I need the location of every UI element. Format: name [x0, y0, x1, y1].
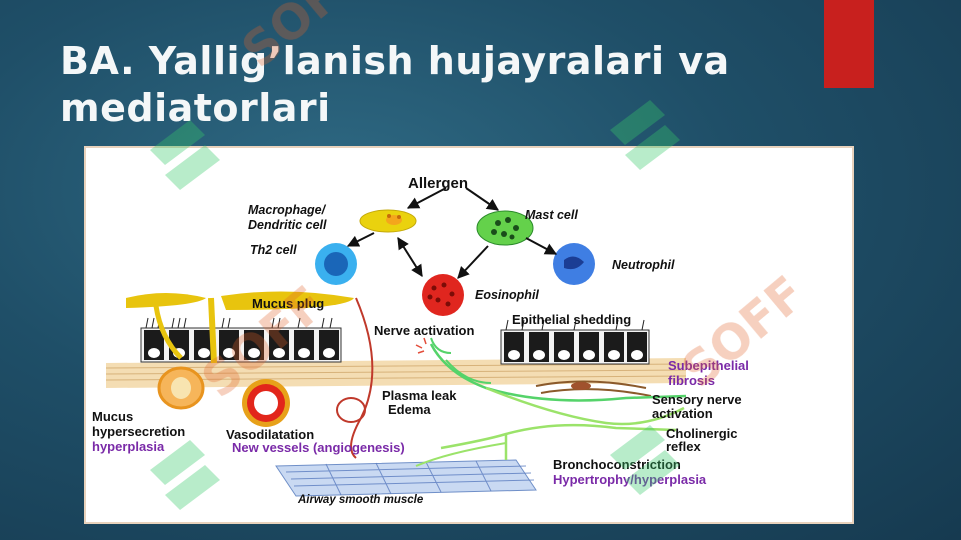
- mucus-gland: [157, 366, 205, 410]
- label-neutrophil: Neutrophil: [612, 258, 675, 272]
- leaky-vessel: [336, 297, 374, 459]
- submucosa-layer: [105, 358, 687, 388]
- label-bronchoconstriction: Bronchoconstriction: [553, 457, 681, 472]
- label-hyperplasia: hyperplasia: [92, 439, 165, 454]
- diagram-canvas: Allergen Macrophage/ Dendritic cell Mast…: [92, 175, 749, 506]
- label-epithelial-shedding: Epithelial shedding: [512, 312, 631, 327]
- label-eosinophil: Eosinophil: [475, 288, 539, 302]
- label-cholinergic-2: reflex: [666, 439, 701, 454]
- label-new-vessels: New vessels (angiogenesis): [232, 440, 405, 455]
- label-allergen: Allergen: [408, 175, 468, 192]
- label-hypersecretion: hypersecretion: [92, 424, 185, 439]
- label-cholinergic-1: Cholinergic: [666, 426, 738, 441]
- nerve-pathways: [415, 337, 687, 467]
- th2-cell: [315, 243, 357, 285]
- label-mucus: Mucus: [92, 409, 133, 424]
- eosinophil-cell: [422, 274, 464, 316]
- mast-cell: [476, 210, 534, 246]
- label-nerve-activation: Nerve activation: [374, 323, 474, 338]
- label-vasodilatation: Vasodilatation: [226, 427, 314, 442]
- label-mucus-plug: Mucus plug: [252, 296, 324, 311]
- neutrophil-cell: [553, 243, 595, 285]
- cell-arrows: [346, 187, 558, 279]
- label-subepithelial-2: fibrosis: [668, 373, 715, 388]
- label-macrophage-2: Dendritic cell: [248, 218, 327, 232]
- left-epithelium: [140, 317, 342, 363]
- dilated-vessel: [242, 379, 290, 427]
- slide-title-line-1: BA. Yallig’lanish hujayralari va: [60, 39, 730, 83]
- right-epithelium: [500, 319, 650, 365]
- label-edema: Edema: [388, 402, 431, 417]
- airway-smooth-muscle-mesh: [275, 459, 537, 497]
- accent-bar: [824, 0, 874, 88]
- label-sensory-1: Sensory nerve: [652, 392, 742, 407]
- label-sensory-2: activation: [652, 406, 713, 421]
- mucus-plug-shape: [126, 291, 354, 364]
- label-hypertrophy: Hypertrophy/hyperplasia: [553, 472, 707, 487]
- label-mast-cell: Mast cell: [525, 208, 578, 222]
- asthma-inflammation-diagram: Allergen Macrophage/ Dendritic cell Mast…: [84, 146, 854, 524]
- macrophage-cell: [359, 209, 417, 233]
- fibroblast: [535, 380, 652, 397]
- label-macrophage-1: Macrophage/: [248, 203, 327, 217]
- label-subepithelial-1: Subepithelial: [668, 358, 749, 373]
- slide-title-line-2: mediatorlari: [60, 86, 331, 130]
- label-plasma-leak: Plasma leak: [382, 388, 457, 403]
- slide-title: BA. Yallig’lanish hujayralari va mediato…: [60, 38, 820, 132]
- label-th2-cell: Th2 cell: [250, 243, 297, 257]
- label-airway-smooth-muscle: Airway smooth muscle: [297, 494, 424, 506]
